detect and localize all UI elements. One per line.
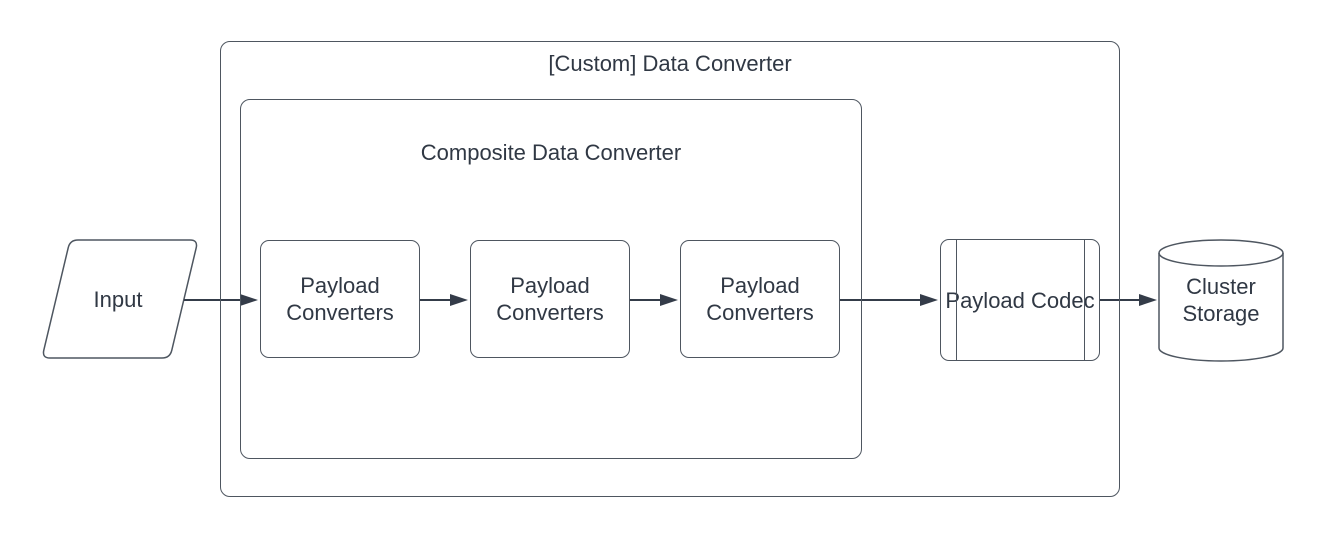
arrow-payload-converters-3-to-codec [840, 294, 938, 306]
custom-data-converter-container: [Custom] Data Converter [220, 41, 1120, 497]
payload-codec-node: Payload Codec [940, 239, 1100, 361]
payload-converters-2-label: Payload Converters [496, 273, 604, 325]
arrow-payload-converters-1-to-2 [420, 294, 468, 306]
payload-converters-node-3: Payload Converters [680, 240, 840, 358]
arrow-codec-to-cluster-storage [1100, 294, 1157, 306]
cluster-storage-cylinder-shape [1158, 239, 1284, 362]
composite-data-converter-title: Composite Data Converter [420, 140, 682, 165]
arrow-payload-converters-2-to-3 [630, 294, 678, 306]
input-parallelogram-shape [42, 239, 198, 359]
codec-right-sideline [1083, 240, 1085, 360]
payload-converters-3-label: Payload Converters [706, 273, 814, 325]
arrow-input-to-payload-converters-1 [184, 294, 258, 306]
custom-data-converter-title: [Custom] Data Converter [548, 51, 792, 76]
payload-converters-node-1: Payload Converters [260, 240, 420, 358]
payload-converters-1-label: Payload Converters [286, 273, 394, 325]
codec-left-sideline [955, 240, 957, 360]
composite-data-converter-container: Composite Data Converter [240, 99, 862, 459]
payload-converters-node-2: Payload Converters [470, 240, 630, 358]
payload-codec-label: Payload Codec [945, 287, 1095, 313]
cluster-storage-cylinder-lip [1158, 252, 1284, 267]
